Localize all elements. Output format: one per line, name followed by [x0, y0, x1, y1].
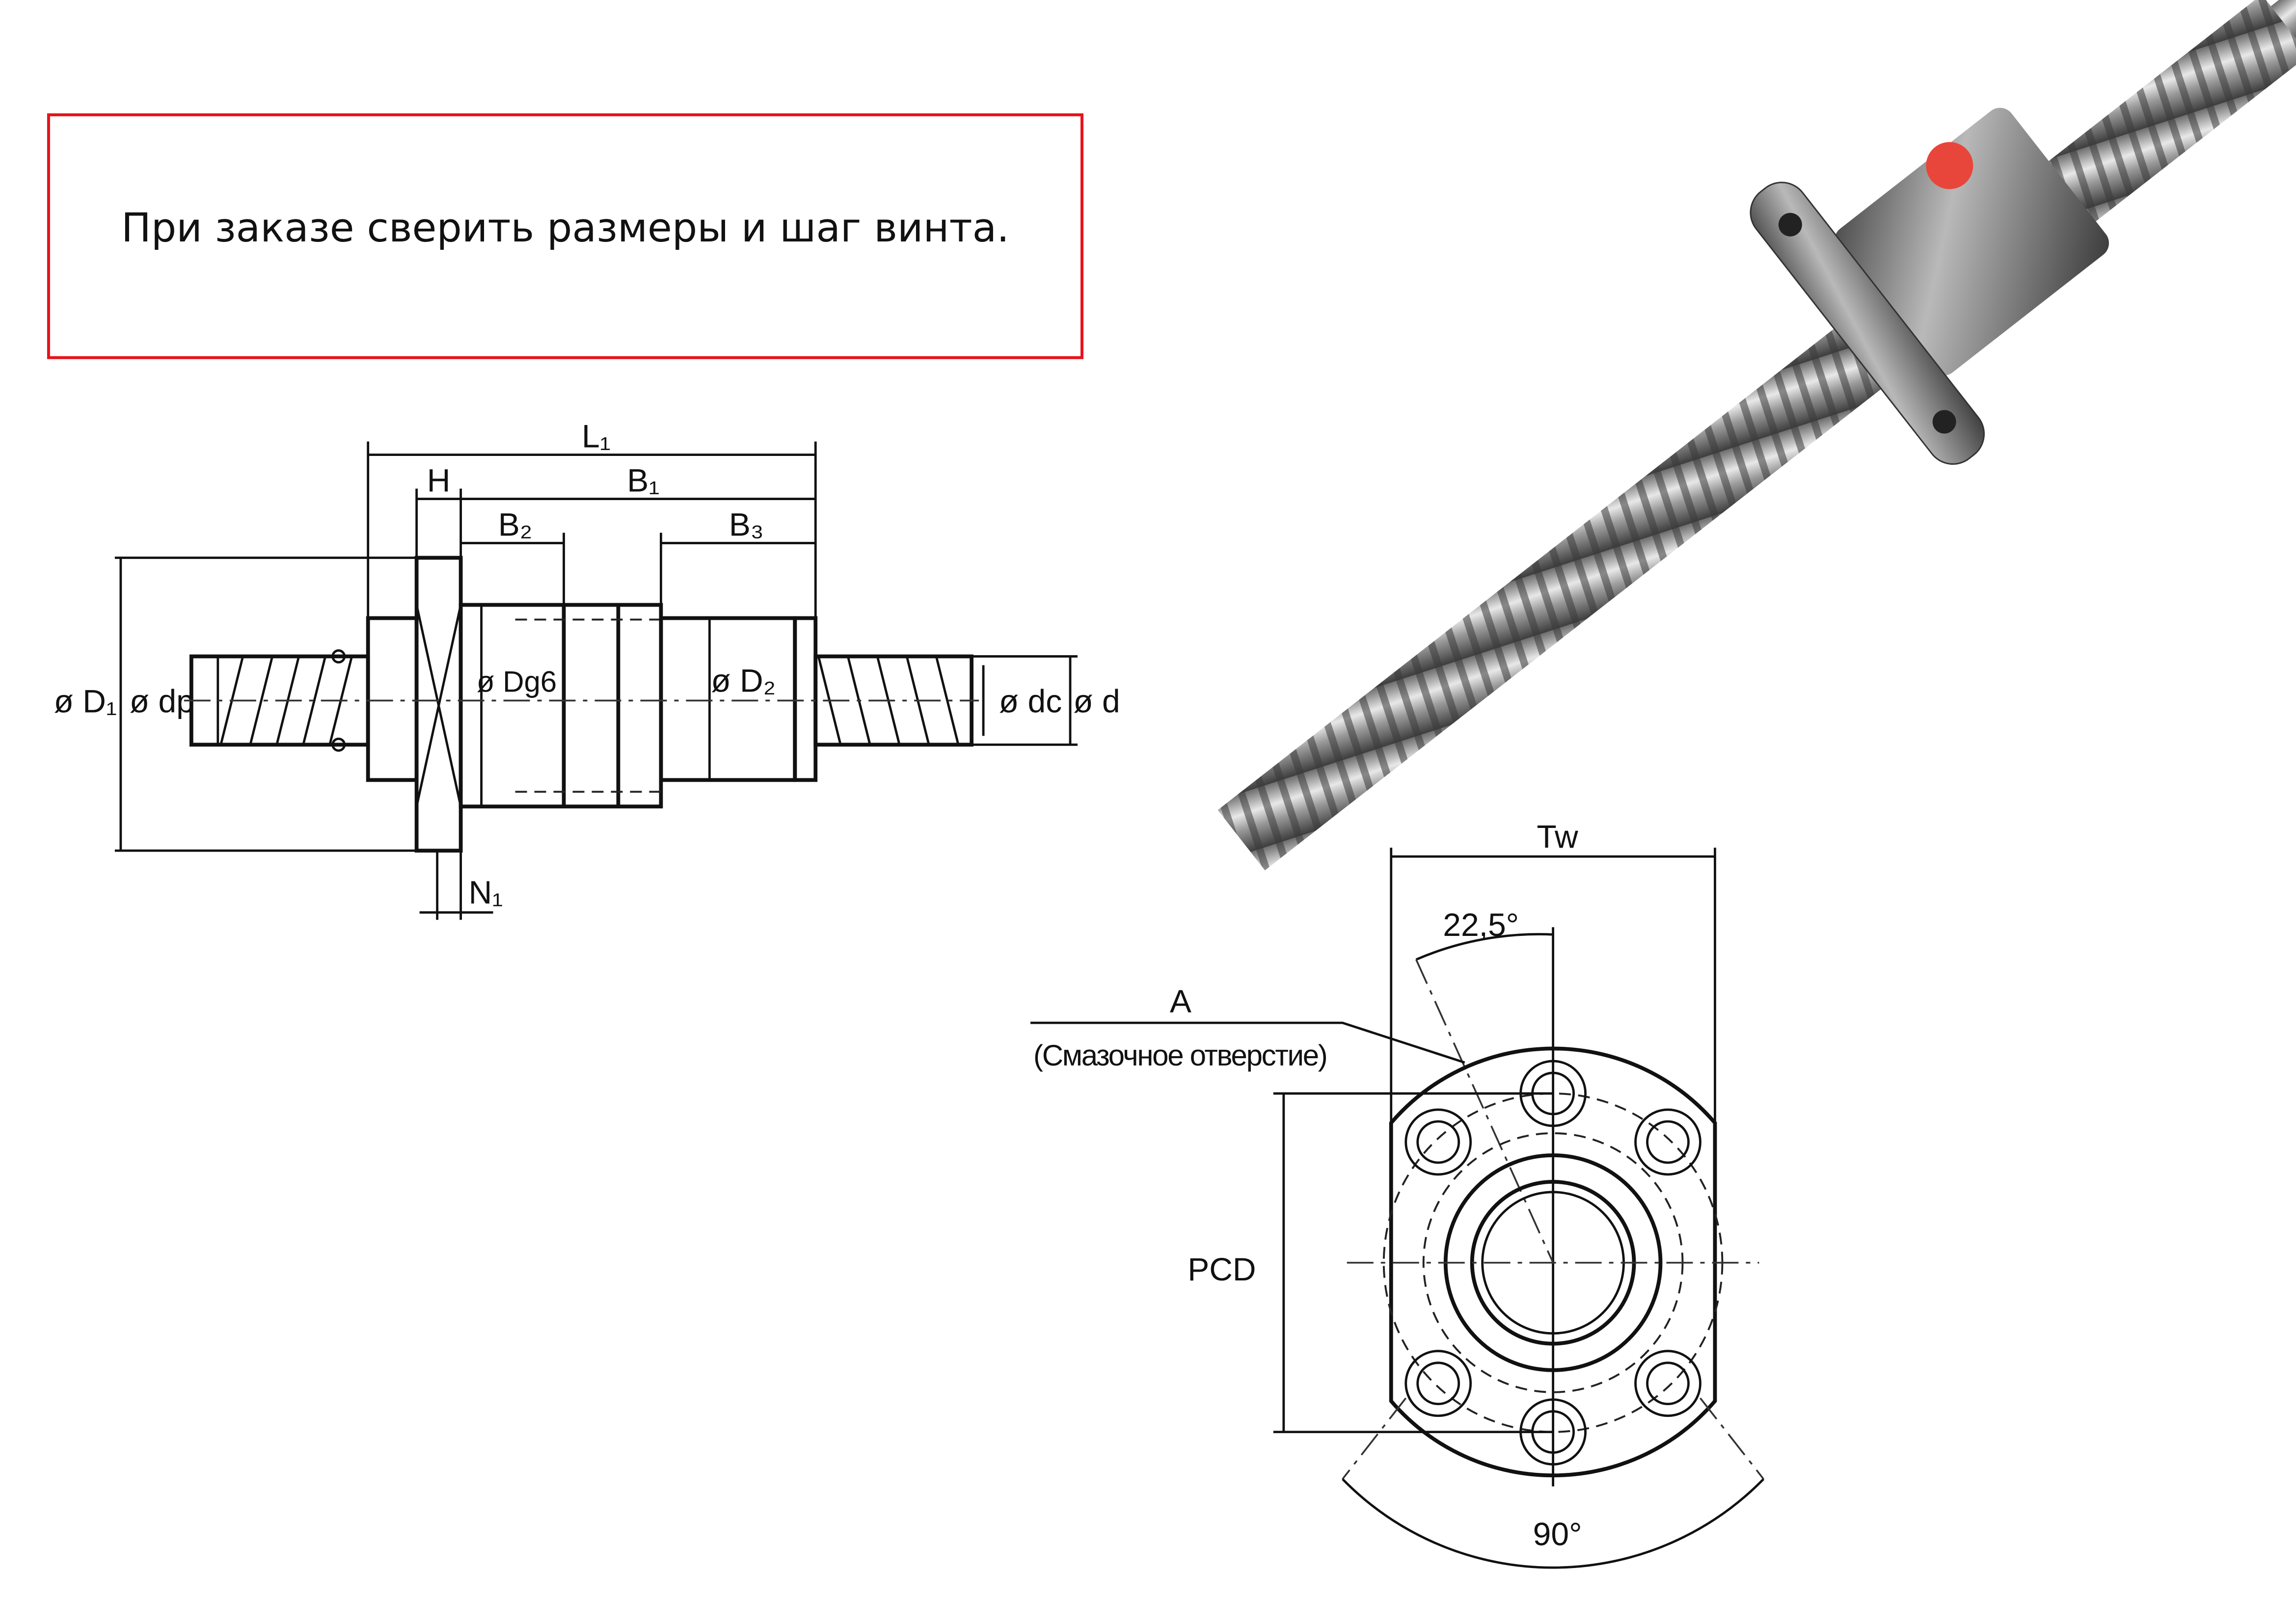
- label-Tw: Tw: [1537, 818, 1578, 854]
- product-photo: [1217, 0, 2296, 871]
- label-H: H: [427, 462, 451, 499]
- label-d: ø d: [1073, 683, 1120, 719]
- label-B2: B₂: [498, 506, 533, 543]
- red-plug-image: [1926, 142, 1973, 189]
- notice-text: При заказе сверить размеры и шаг винта.: [121, 205, 1009, 251]
- label-B3: B₃: [729, 506, 764, 543]
- ball-nut-image: [1750, 107, 2109, 465]
- label-PCD: PCD: [1188, 1251, 1256, 1287]
- label-angle-90: 90°: [1533, 1516, 1582, 1552]
- label-A: A: [1170, 983, 1191, 1019]
- label-B1: B₁: [627, 462, 659, 499]
- label-L1: L₁: [582, 418, 611, 454]
- label-D1: ø D₁: [54, 683, 117, 719]
- label-angle-22-5: 22,5°: [1443, 906, 1519, 943]
- front-view-drawing: Tw 22,5° A (Смазочное отверстие) PCD 90°: [1030, 818, 1765, 1569]
- label-dp: ø dp: [130, 683, 194, 719]
- label-Dg6: ø Dg6: [477, 665, 557, 698]
- notice-border: [47, 113, 1084, 359]
- flange-outline: [1389, 1046, 1717, 1478]
- notice-box: При заказе сверить размеры и шаг винта.: [47, 113, 1084, 359]
- label-N1: N₁: [469, 874, 503, 910]
- label-dc: ø dc: [999, 683, 1062, 719]
- label-D2: ø D₂: [711, 662, 776, 698]
- side-view-drawing: L₁ H B₁ B₂ B₃ ø D₁ ø dp ø Dg6 ø: [54, 418, 1120, 920]
- label-lubrication-hole: (Смазочное отверстие): [1033, 1039, 1328, 1072]
